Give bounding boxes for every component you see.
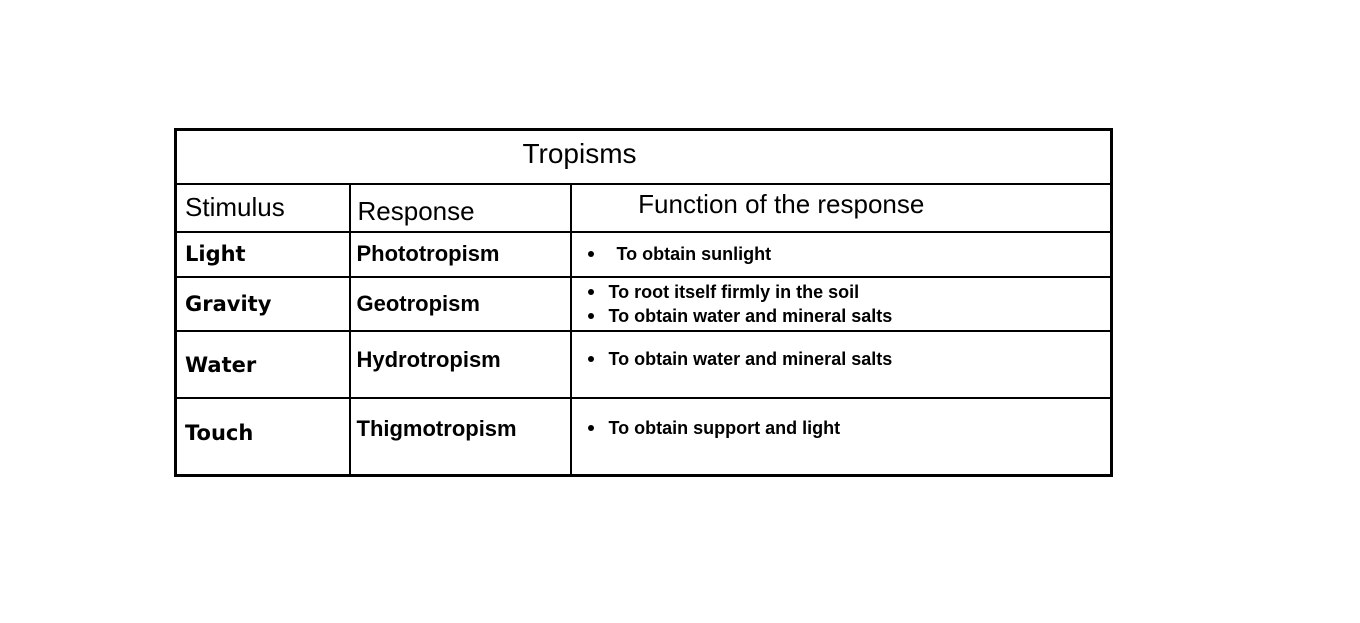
response-cell: Hydrotropism	[348, 329, 572, 399]
table-title-row: Tropisms	[174, 128, 1113, 185]
table-row: Light Phototropism To obtain sunlight	[174, 230, 1113, 278]
function-text: To obtain water and mineral salts	[608, 305, 893, 326]
table-row: Touch Thigmotropism To obtain support an…	[174, 396, 1113, 477]
function-text: To obtain water and mineral salts	[608, 348, 893, 369]
response-cell: Geotropism	[348, 275, 572, 332]
function-item: To obtain water and mineral salts	[587, 347, 1110, 371]
stimulus-cell: Gravity	[174, 275, 351, 332]
response-cell: Phototropism	[348, 230, 572, 278]
function-text: To root itself firmly in the soil	[608, 281, 860, 302]
bullet-icon	[587, 251, 594, 257]
column-header-stimulus: Stimulus	[174, 182, 351, 233]
table-title: Tropisms	[174, 128, 1113, 185]
stimulus-cell: Light	[174, 230, 351, 278]
response-cell: Thigmotropism	[348, 396, 572, 477]
bullet-icon	[587, 424, 594, 431]
bullet-icon	[587, 312, 594, 319]
function-item: To obtain sunlight	[587, 242, 1110, 266]
tropisms-table: Tropisms Stimulus Response Function of t…	[174, 128, 1114, 477]
column-header-function: Function of the response	[569, 182, 1113, 233]
function-item: To root itself firmly in the soil	[587, 280, 1110, 304]
column-header-response: Response	[348, 182, 572, 233]
function-cell: To root itself firmly in the soil To obt…	[569, 275, 1113, 332]
function-text: To obtain support and light	[608, 417, 841, 438]
table-row: Gravity Geotropism To root itself firmly…	[174, 275, 1113, 332]
function-item: To obtain water and mineral salts	[587, 304, 1110, 328]
bullet-icon	[587, 355, 594, 362]
bullet-icon	[587, 288, 594, 295]
function-cell: To obtain sunlight	[569, 230, 1113, 278]
stimulus-cell: Touch	[174, 396, 351, 477]
function-text: To obtain sunlight	[616, 244, 772, 264]
function-item: To obtain support and light	[587, 416, 1110, 440]
table-header-row: Stimulus Response Function of the respon…	[174, 182, 1113, 233]
function-cell: To obtain support and light	[569, 396, 1113, 477]
stimulus-cell: Water	[174, 329, 351, 399]
function-cell: To obtain water and mineral salts	[569, 329, 1113, 399]
table-row: Water Hydrotropism To obtain water and m…	[174, 329, 1113, 399]
